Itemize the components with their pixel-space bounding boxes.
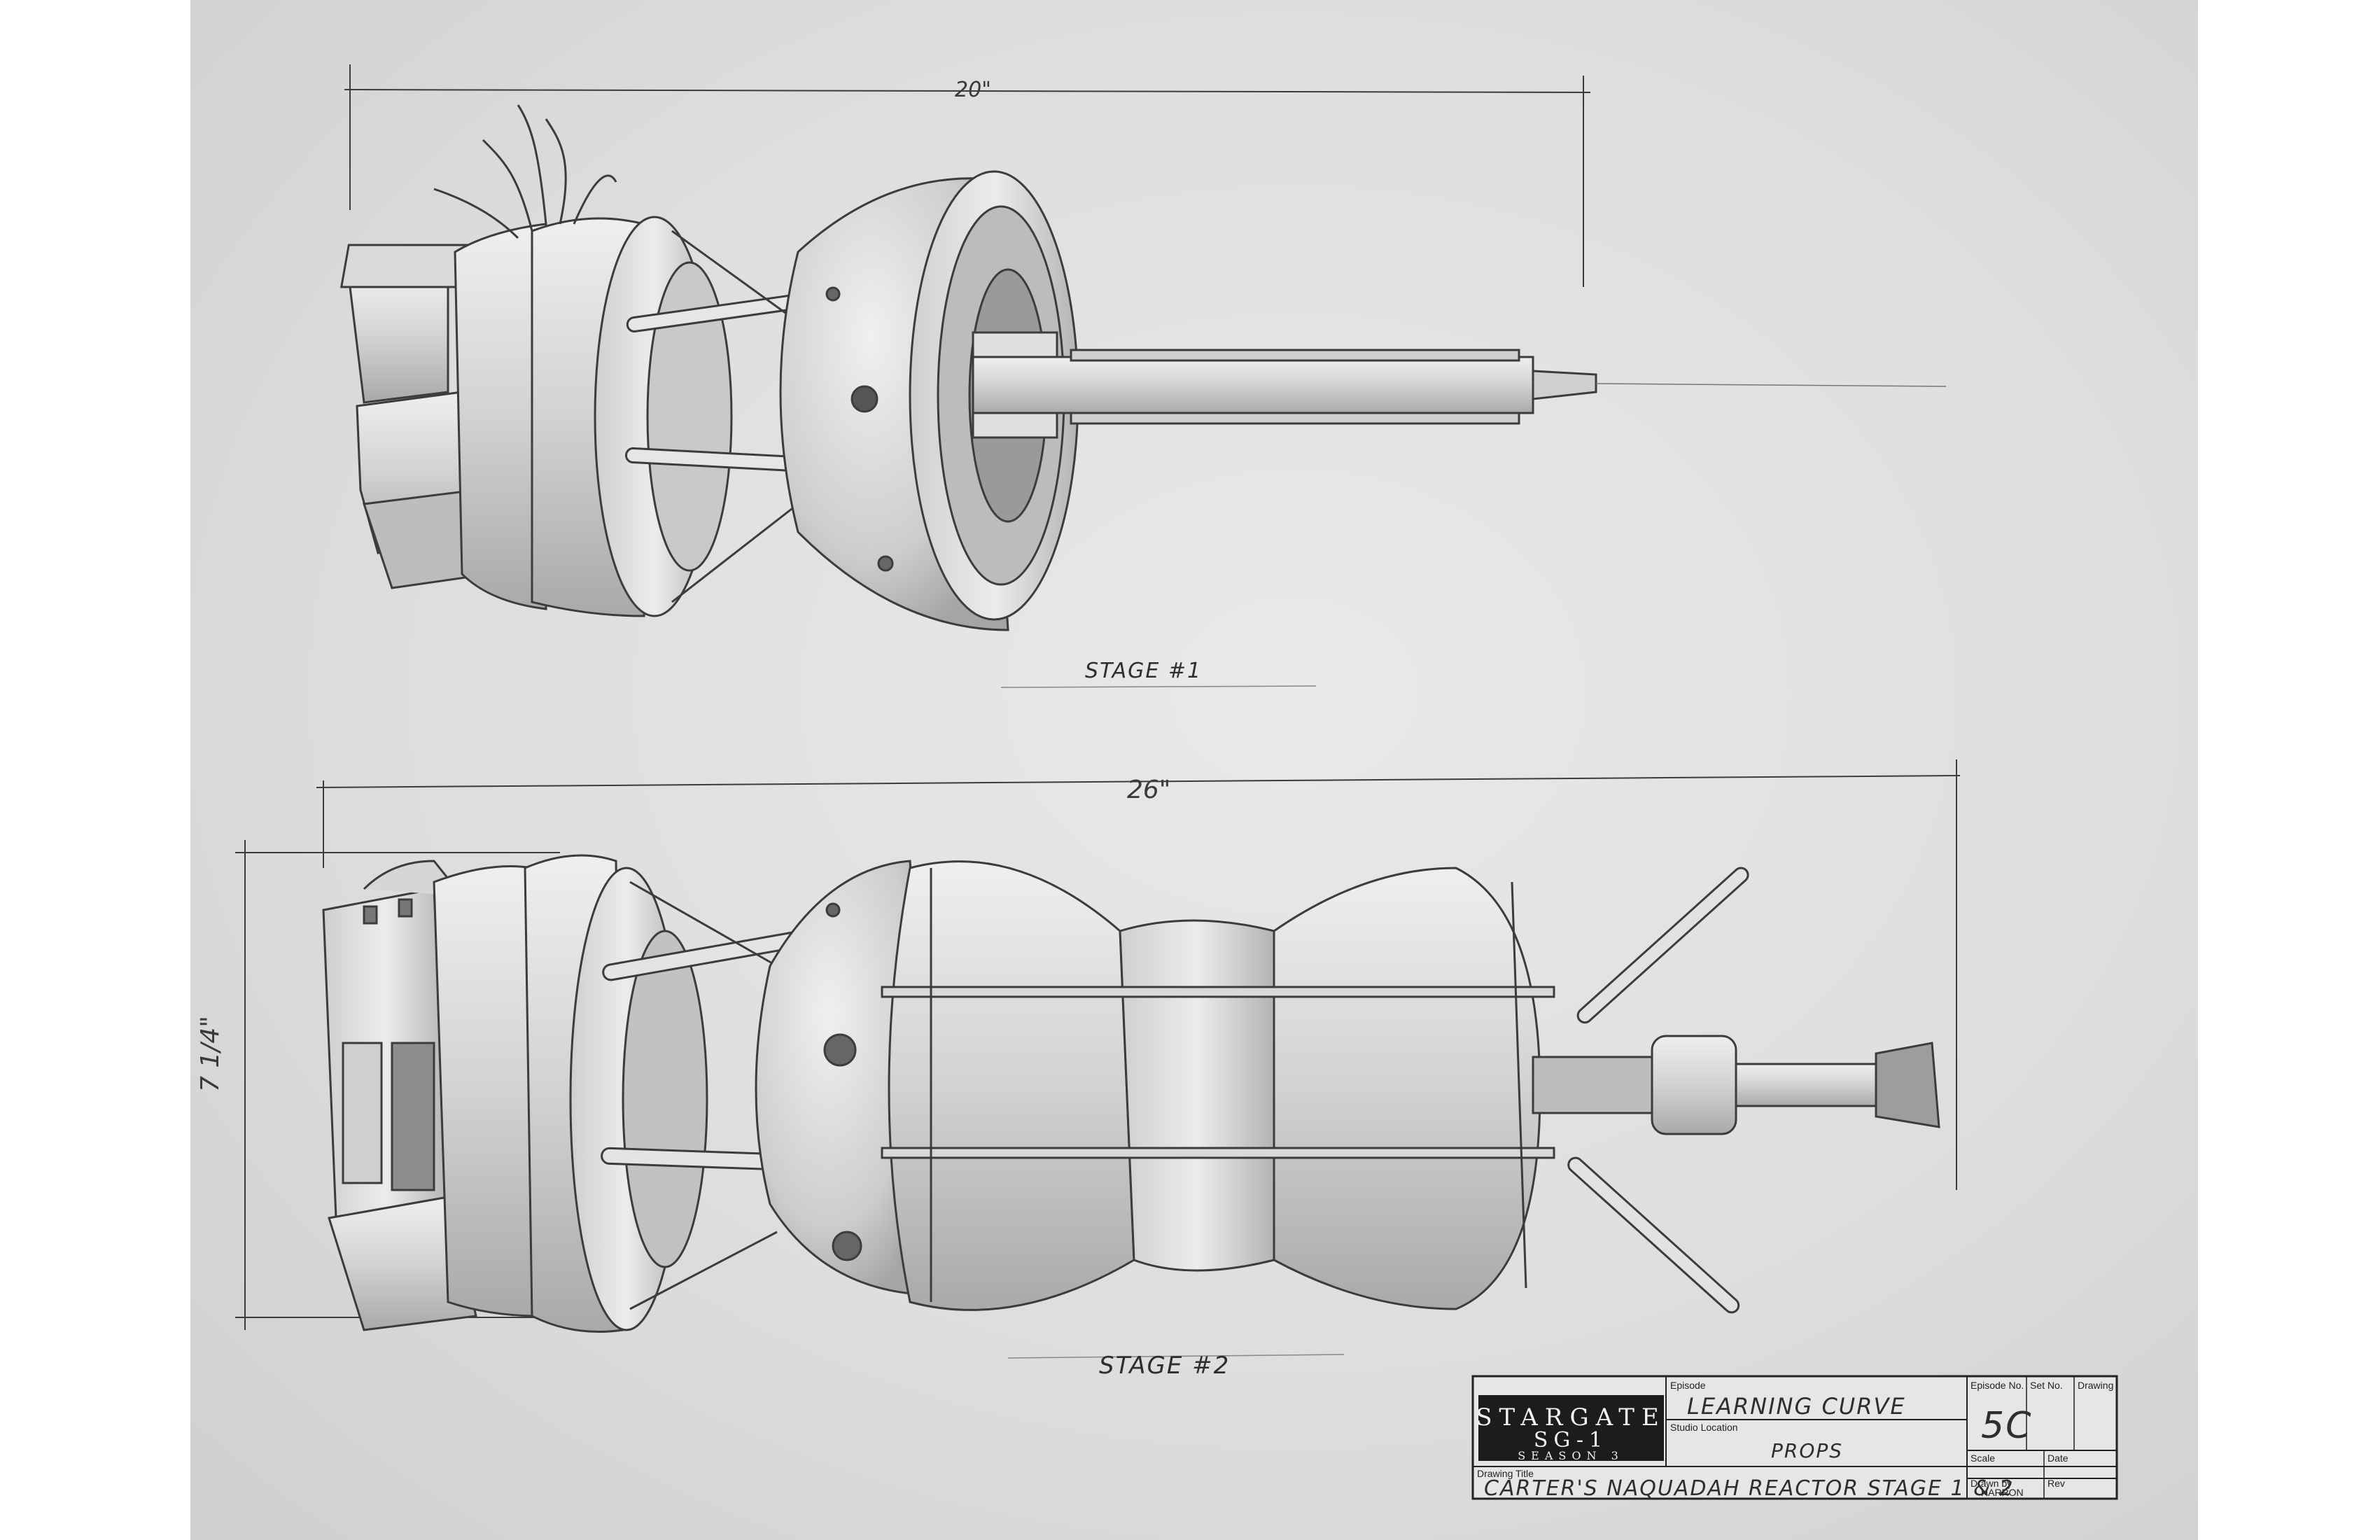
stage-2-width-dimension: 26" <box>1127 776 1170 804</box>
scale-label: Scale <box>1970 1452 1995 1464</box>
stage-1-drawing <box>340 64 1947 688</box>
stage-1-dimension: 20" <box>955 78 991 102</box>
episode-no-label: Episode No. <box>1970 1380 2024 1391</box>
episode-no-value: 5C <box>1981 1405 2032 1447</box>
drawn-by-label: Drawn by <box>1970 1478 2012 1489</box>
rev-label: Rev <box>2047 1478 2065 1489</box>
studio-location-value: PROPS <box>1771 1439 1843 1462</box>
date-label: Date <box>2047 1452 2068 1464</box>
drawing-title-value: CARTER'S NAQUADAH REACTOR STAGE 1 & 2 <box>1484 1476 2014 1501</box>
stage-1-label: STAGE #1 <box>1085 659 1202 683</box>
drawing-title-label: Drawing Title <box>1477 1468 1534 1479</box>
episode-label: Episode <box>1670 1380 1706 1391</box>
stage-2-height-dimension: 7 1/4" <box>196 1016 225 1092</box>
studio-location-label: Studio Location <box>1670 1422 1738 1433</box>
drawing-label: Drawing <box>2078 1380 2113 1391</box>
set-no-label: Set No. <box>2030 1380 2063 1391</box>
stage-2-drawing <box>235 760 1961 1359</box>
logo-line-2: SG-1 <box>1534 1428 1608 1452</box>
stargate-logo <box>1478 1395 1664 1461</box>
drawn-by-value: HARRON <box>1981 1487 2024 1498</box>
logo-line-3: SEASON 3 <box>1518 1449 1624 1462</box>
stage-2-label: STAGE #2 <box>1099 1352 1230 1380</box>
episode-value: LEARNING CURVE <box>1687 1393 1906 1420</box>
title-block <box>1471 1375 2118 1500</box>
logo-line-1: STARGATE <box>1476 1404 1666 1432</box>
